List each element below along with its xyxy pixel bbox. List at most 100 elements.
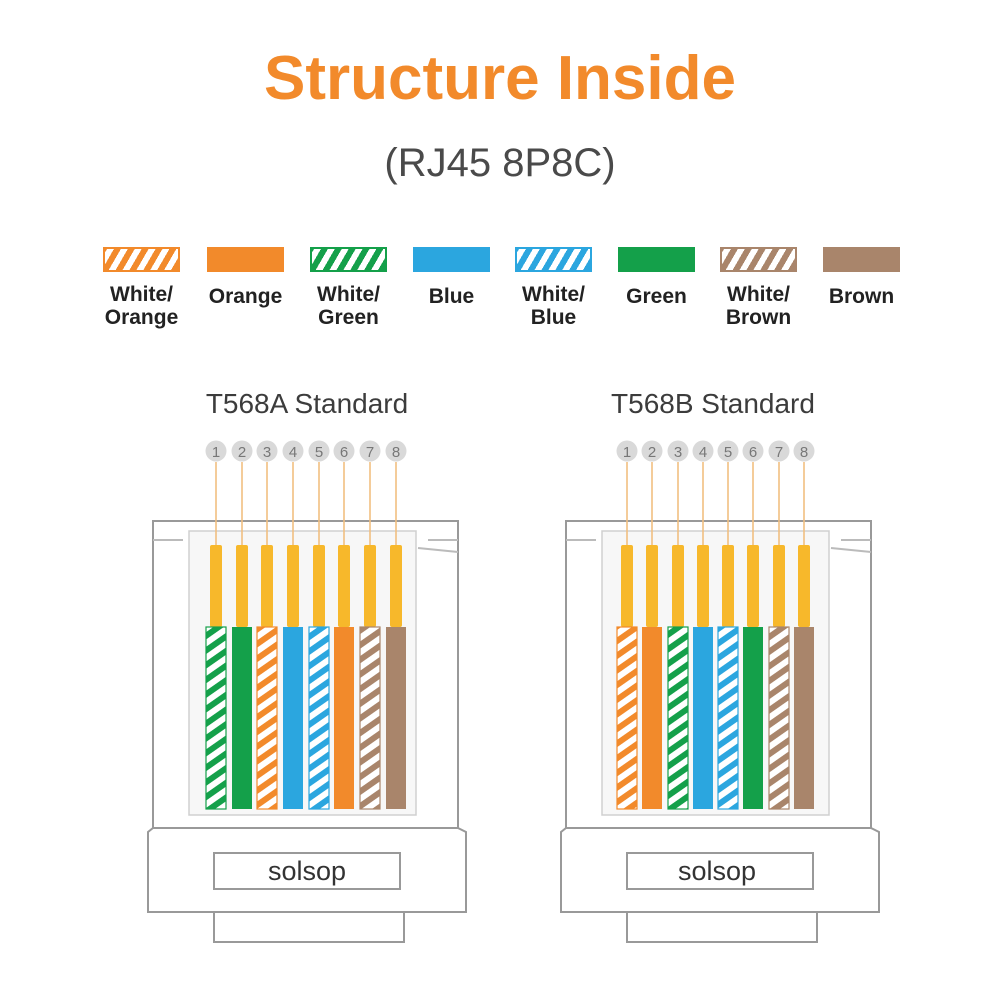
wire-white-green [206, 627, 226, 809]
legend-label-line: Orange [104, 306, 179, 329]
pin-number: 2 [648, 444, 656, 461]
pin-number-badge: 4 [282, 440, 304, 462]
pin-number-badge: 5 [717, 440, 739, 462]
wire-white-orange [257, 627, 277, 809]
t568a-title: T568A Standard [205, 388, 409, 419]
wire-orange [642, 627, 662, 809]
contact-blade [390, 545, 402, 627]
pin-number-badge: 4 [692, 440, 714, 462]
wire-green [743, 627, 763, 809]
wire-outline [768, 626, 790, 810]
contact-blade [621, 545, 633, 627]
pin-number: 8 [800, 444, 808, 461]
pin-number-badge: 7 [768, 440, 790, 462]
wire-outline [359, 626, 381, 810]
pin-number: 7 [366, 444, 374, 461]
legend-label-line: Green [318, 306, 379, 329]
legend-label-line: White/ [522, 283, 585, 306]
wire-outline [256, 626, 278, 810]
t568a-brand-label: solsop [267, 856, 347, 886]
swatch-brown [823, 247, 900, 272]
wire-green [232, 627, 252, 809]
page-subtitle: (RJ45 8P8C) [384, 141, 616, 185]
contact-blade [338, 545, 350, 627]
wire-white-brown [769, 627, 789, 809]
wire-outline [616, 626, 638, 810]
swatch-orange [207, 247, 284, 272]
wire-outline [717, 626, 739, 810]
pin-number-badge: 3 [256, 440, 278, 462]
legend-label-green: Green [602, 285, 712, 308]
contact-blade [697, 545, 709, 627]
t568b-title: T568B Standard [611, 388, 815, 419]
legend-label-line: Brown [725, 306, 792, 329]
legend-label-line: White/ [727, 283, 790, 306]
contact-blade [773, 545, 785, 627]
plug-housing [147, 520, 467, 943]
legend-label-line: Blue [428, 285, 475, 308]
pin-number: 4 [699, 444, 707, 461]
pin-number: 7 [775, 444, 783, 461]
swatch-green [618, 247, 695, 272]
wire-white-blue [718, 627, 738, 809]
contact-blade [798, 545, 810, 627]
contact-blade [646, 545, 658, 627]
pin-number-badge: 2 [231, 440, 253, 462]
pin-number-badge: 8 [385, 440, 407, 462]
swatch-white-blue [515, 247, 592, 272]
pin-number: 2 [238, 444, 246, 461]
pin-number: 6 [749, 444, 757, 461]
wire-outline [205, 626, 227, 810]
wire-brown [794, 627, 814, 809]
pin-number-badge: 3 [667, 440, 689, 462]
swatch-white-brown [720, 247, 797, 272]
contact-blade [364, 545, 376, 627]
wire-white-green [668, 627, 688, 809]
pin-number: 4 [289, 444, 297, 461]
wire-outline [308, 626, 330, 810]
t568b-brand-label: solsop [677, 856, 757, 886]
contact-blade [313, 545, 325, 627]
pin-number-badge: 6 [333, 440, 355, 462]
legend-label-line: Orange [208, 285, 283, 308]
pin-number: 1 [212, 444, 220, 461]
wire-blue [283, 627, 303, 809]
pin-number-badge: 1 [205, 440, 227, 462]
legend-label-orange: Orange [191, 285, 301, 308]
wire-white-brown [360, 627, 380, 809]
legend-label-line: Brown [828, 285, 895, 308]
wire-orange [334, 627, 354, 809]
pin-number-badge: 5 [308, 440, 330, 462]
pin-number-badge: 1 [616, 440, 638, 462]
legend-label-blue: Blue [397, 285, 507, 308]
contact-blade [210, 545, 222, 627]
contact-blade [236, 545, 248, 627]
pin-number-badge: 6 [742, 440, 764, 462]
swatch-blue [413, 247, 490, 272]
contact-blade [261, 545, 273, 627]
legend-label-white-blue: White/Blue [499, 283, 609, 329]
legend-label-brown: Brown [807, 285, 917, 308]
contact-blade [722, 545, 734, 627]
swatch-white-green [310, 247, 387, 272]
swatch-white-orange [103, 247, 180, 272]
contact-blade [747, 545, 759, 627]
wire-outline [667, 626, 689, 810]
pin-number: 6 [340, 444, 348, 461]
contact-blade [672, 545, 684, 627]
pin-number: 5 [724, 444, 732, 461]
legend-label-line: White/ [317, 283, 380, 306]
pin-number: 3 [263, 444, 271, 461]
page-title: Structure Inside [264, 44, 736, 113]
wire-brown [386, 627, 406, 809]
plug-housing [560, 520, 880, 943]
wire-blue [693, 627, 713, 809]
wire-white-orange [617, 627, 637, 809]
legend-label-line: Green [626, 285, 687, 308]
legend-label-line: Blue [530, 306, 577, 329]
pin-number-badge: 7 [359, 440, 381, 462]
legend-label-line: White/ [110, 283, 173, 306]
